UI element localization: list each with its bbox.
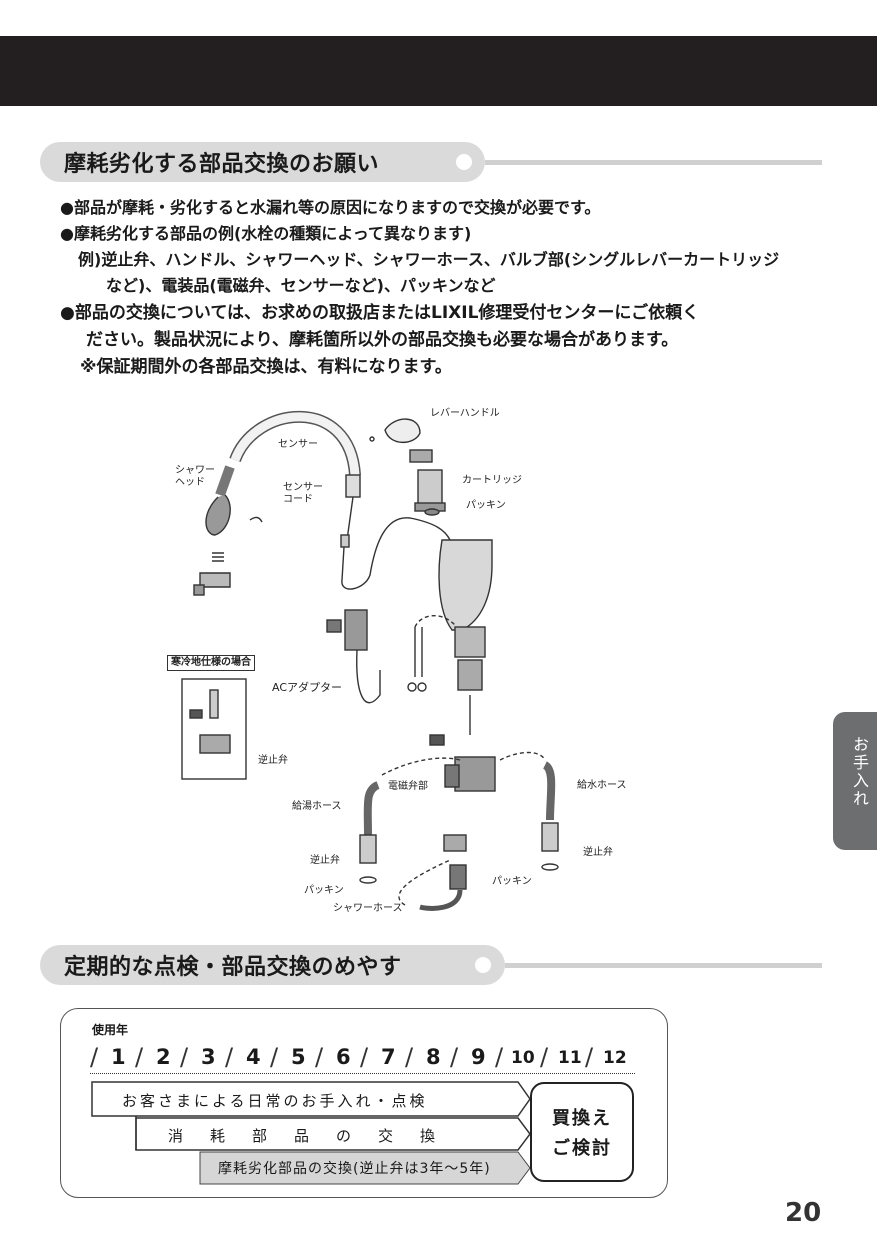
label-packing-right: パッキン [492, 876, 532, 887]
year-value: 2 [156, 1045, 171, 1069]
year-value: 9 [471, 1045, 486, 1069]
label-check-valve-right: 逆止弁 [583, 847, 613, 858]
wear-parts-label: 摩耗劣化部品の交換(逆止弁は3年〜5年) [218, 1161, 491, 1177]
label-ac-adapter: ACアダプター [272, 681, 343, 694]
label-check-valve-left: 逆止弁 [310, 855, 340, 866]
label-cold-water-hose: 給水ホース [577, 780, 627, 791]
year-value: 11 [558, 1048, 582, 1068]
notice-line: 例)逆止弁、ハンドル、シャワーヘッド、シャワーホース、バルブ部(シングルレバーカ… [78, 250, 780, 269]
notice-line: など)、電装品(電磁弁、センサーなど)、パッキンなど [106, 276, 496, 295]
year-value: 3 [201, 1045, 216, 1069]
year-value: 7 [381, 1045, 396, 1069]
year-value: 5 [291, 1045, 306, 1069]
label-lever-handle: レバーハンドル [430, 408, 500, 419]
notice-line: ●摩耗劣化する部品の例(水栓の種類によって異なります) [60, 224, 472, 243]
daily-care-label: お客さまによる日常のお手入れ・点検 [122, 1092, 428, 1110]
label-sensor: センサー [278, 439, 318, 450]
years-row: / 1 / 2 / 3 / 4 / 5 / 6 / 7 / 8 / 9 / 10… [90, 1043, 635, 1074]
year-value: 10 [511, 1048, 535, 1068]
label-shower-head: シャワー [175, 465, 215, 476]
years-label: 使用年 [92, 1023, 129, 1037]
faucet-parts-diagram: レバーハンドル センサー カートリッジ シャワー ヘッド センサー コード パッ… [150, 395, 650, 925]
label-sensor-cord: センサー [283, 482, 323, 493]
side-tab-label: お手入れ [850, 736, 869, 808]
label-packing-left: パッキン [304, 885, 344, 896]
label-packing-top: パッキン [466, 500, 506, 511]
section-title: 定期的な点検・部品交換のめやす [64, 955, 402, 980]
year-value: 6 [336, 1045, 351, 1069]
consider-line: ご検討 [552, 1138, 612, 1159]
circle-icon [475, 957, 491, 973]
year-value: 12 [603, 1048, 627, 1068]
label-shower-hose: シャワーホース [333, 903, 403, 914]
notice-line: ●部品の交換については、お求めの取扱店またはLIXIL修理受付センターにご依頼く [60, 303, 700, 323]
notice-line: ●部品が摩耗・劣化すると水漏れ等の原因になりますので交換が必要です。 [60, 198, 601, 217]
label-hot-water-hose: 給湯ホース [292, 801, 342, 812]
year-value: 1 [111, 1045, 126, 1069]
circle-icon [456, 154, 472, 170]
consumables-label: 消 耗 部 品 の 交 換 [168, 1127, 442, 1145]
section-rule [485, 160, 822, 165]
section-header-parts-replacement: 摩耗劣化する部品交換のお願い [40, 142, 825, 182]
side-tab-care[interactable]: お手入れ [833, 712, 877, 850]
inspection-timeline-box [60, 1008, 668, 1198]
consider-line: 買換え [552, 1108, 612, 1129]
label-shower-head: ヘッド [175, 477, 205, 488]
label-cold-region-spec: 寒冷地仕様の場合 [167, 655, 255, 671]
section-header-inspection-schedule: 定期的な点検・部品交換のめやす [40, 945, 825, 985]
section-rule [505, 963, 822, 968]
faucet-exploded-drawing [181, 410, 559, 911]
year-value: 4 [246, 1045, 261, 1069]
label-check-valve-inset: 逆止弁 [258, 755, 288, 766]
label-sensor-cord: コード [283, 494, 313, 505]
notice-line: ※保証期間外の各部品交換は、有料になります。 [80, 357, 452, 377]
page-number: 20 [785, 1198, 822, 1228]
label-solenoid-valve: 電磁弁部 [388, 781, 428, 792]
notice-line: ださい。製品状況により、摩耗箇所以外の部品交換も必要な場合があります。 [86, 330, 679, 350]
label-cartridge: カートリッジ [462, 475, 522, 486]
consider-replacement-box: 買換え ご検討 [530, 1082, 634, 1182]
header-band [0, 36, 877, 106]
year-value: 8 [426, 1045, 441, 1069]
section-title: 摩耗劣化する部品交換のお願い [64, 152, 380, 177]
